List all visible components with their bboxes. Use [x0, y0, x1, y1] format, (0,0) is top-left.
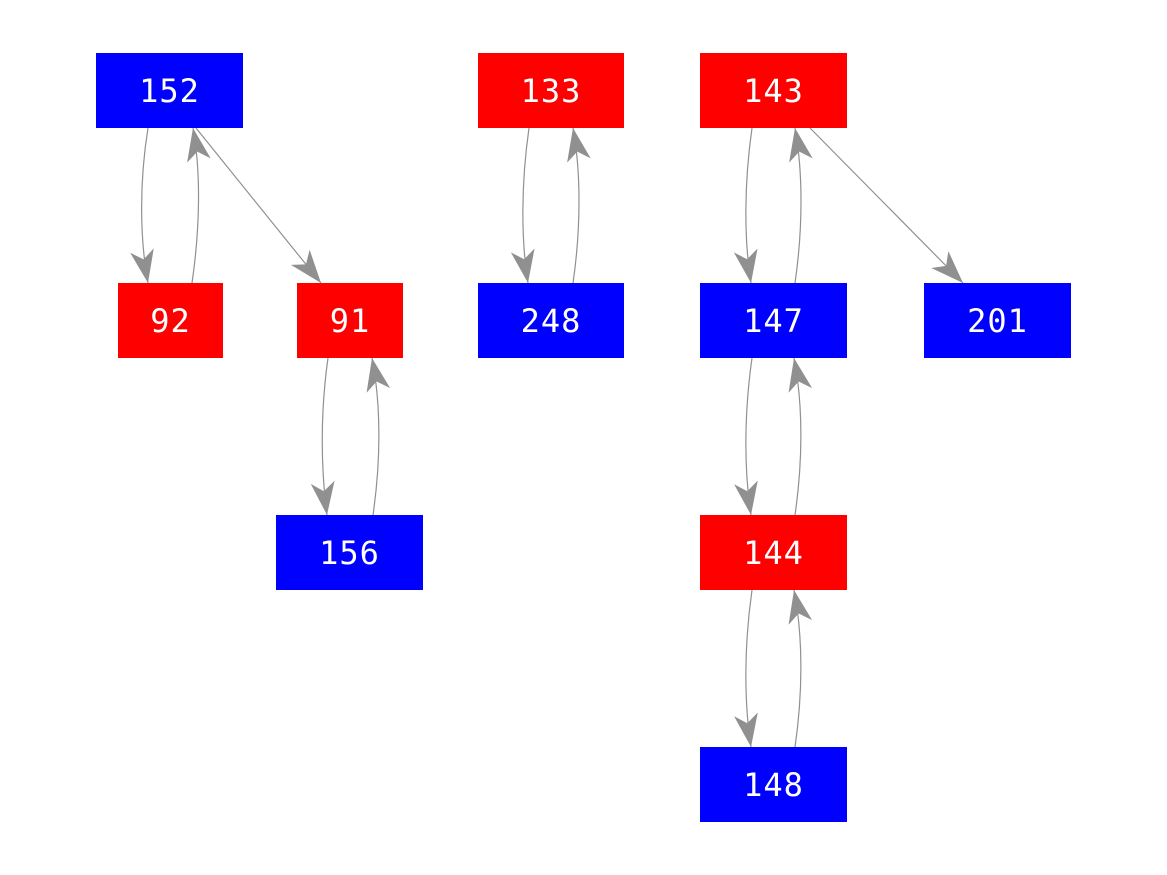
edge-91-156: [310, 357, 335, 516]
edge-147-143: [789, 127, 813, 284]
node-label: 91: [329, 301, 371, 340]
edge-92-152: [187, 127, 211, 284]
edge-143-147: [733, 127, 758, 284]
node-148: 148: [700, 747, 847, 822]
node-label: 201: [967, 301, 1028, 340]
edge-152-91: [195, 127, 322, 284]
node-label: 133: [520, 71, 582, 110]
edge-148-144: [788, 589, 813, 748]
node-147: 147: [700, 283, 847, 358]
node-label: 248: [520, 301, 582, 340]
node-201: 201: [924, 283, 1071, 358]
node-label: 148: [743, 765, 804, 804]
edge-156-91: [366, 357, 391, 516]
edge-143-201: [809, 127, 964, 284]
node-label: 152: [139, 71, 200, 110]
edge-144-147: [788, 357, 813, 516]
node-92: 92: [118, 283, 223, 358]
node-label: 156: [319, 533, 380, 572]
node-label: 92: [150, 301, 191, 340]
node-91: 91: [297, 283, 403, 358]
node-label: 147: [743, 301, 804, 340]
edge-144-148: [734, 589, 758, 748]
edge-133-248: [510, 127, 535, 284]
edge-152-92: [130, 127, 154, 284]
node-156: 156: [276, 515, 423, 590]
node-144: 144: [700, 515, 847, 590]
node-143: 143: [700, 53, 847, 128]
edge-248-133: [567, 127, 591, 284]
node-152: 152: [96, 53, 243, 128]
node-label: 143: [743, 71, 804, 110]
edge-147-144: [734, 357, 758, 516]
node-133: 133: [478, 53, 624, 128]
node-label: 144: [743, 533, 804, 572]
node-248: 248: [478, 283, 624, 358]
